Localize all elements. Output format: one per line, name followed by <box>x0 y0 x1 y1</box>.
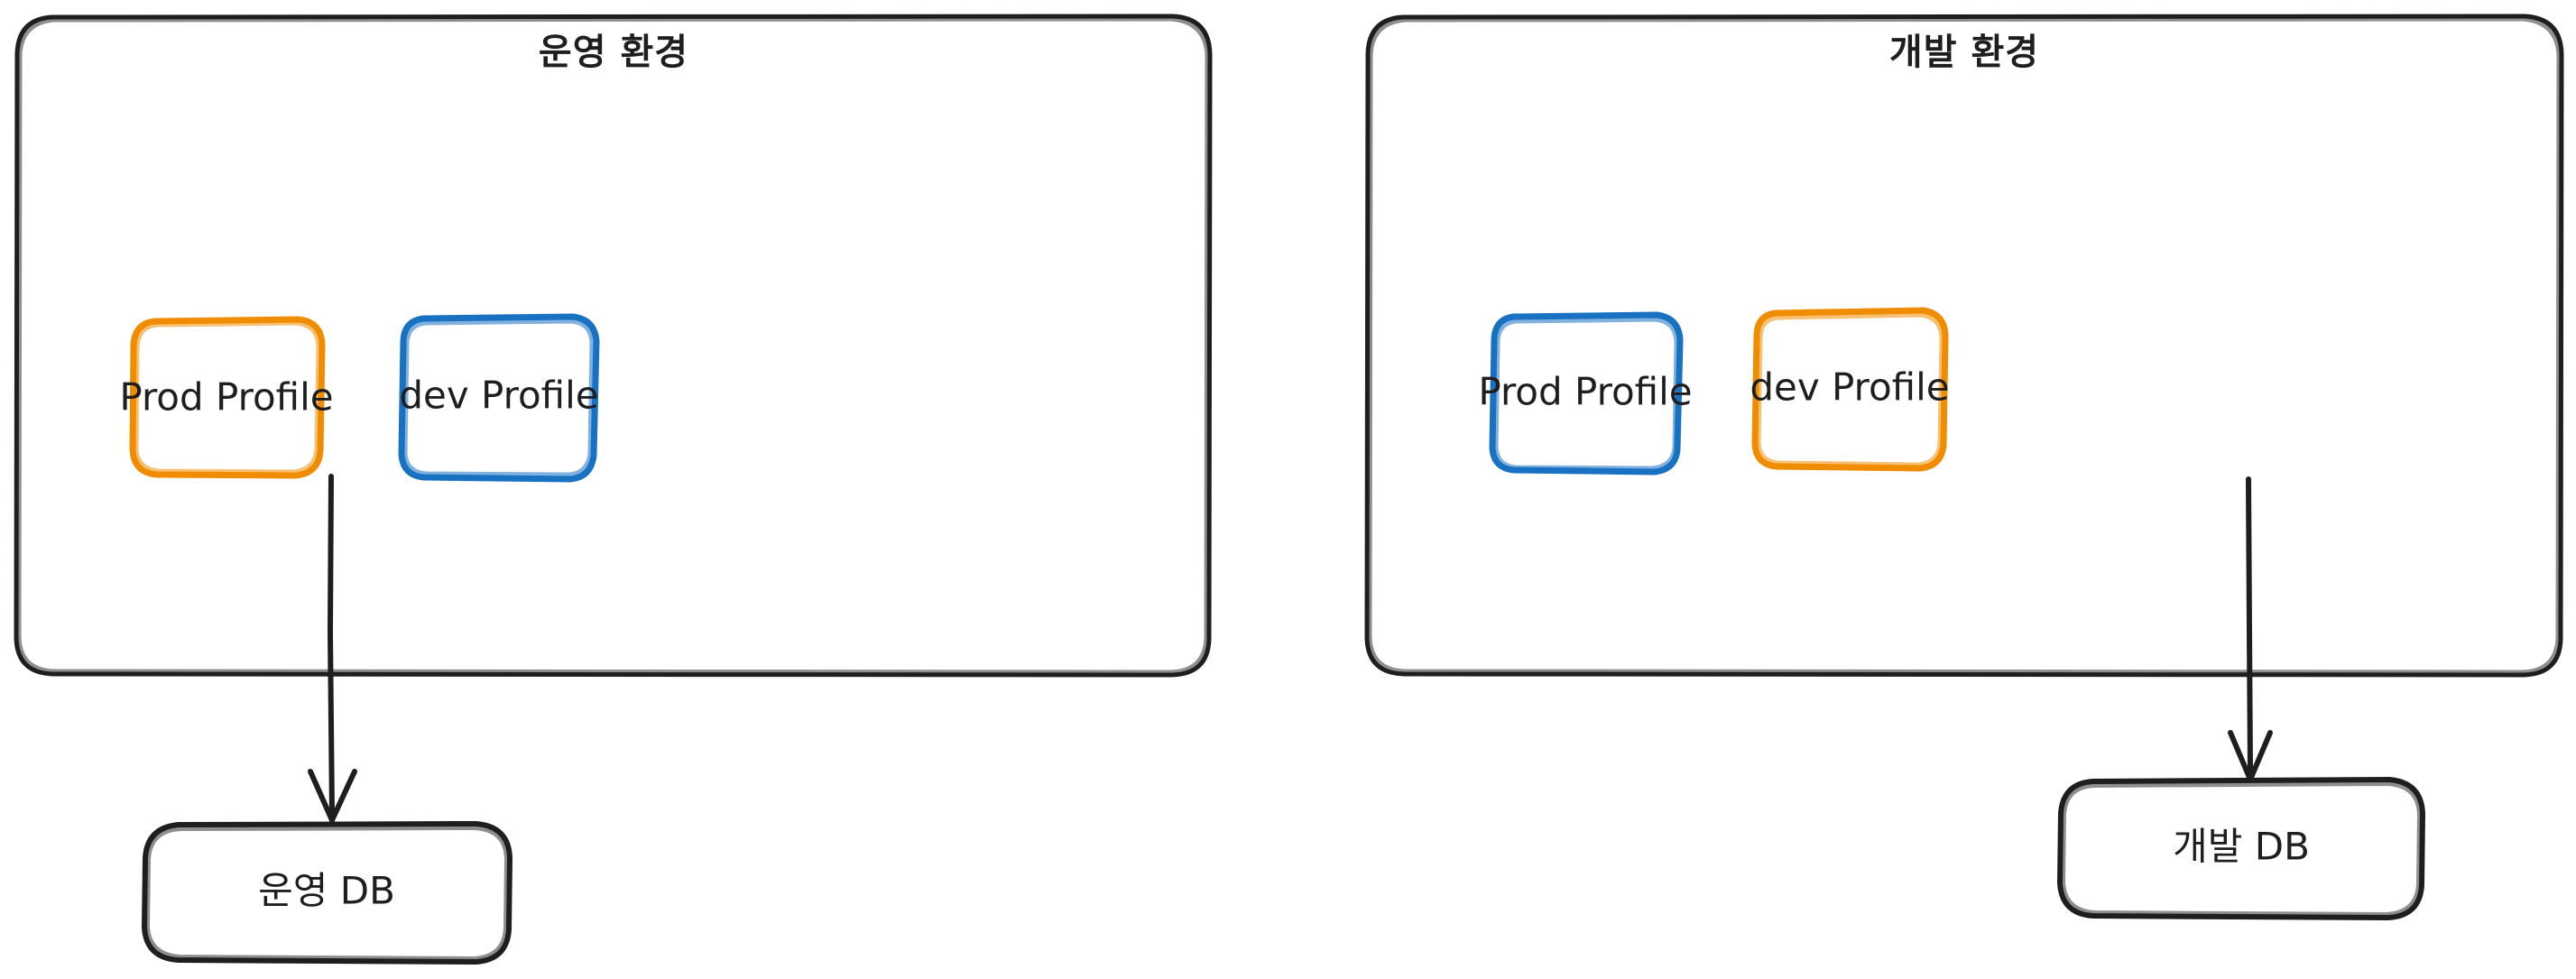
prod-environment-dev-profile-label: dev Profile <box>399 374 598 418</box>
dev-db-label: 개발 DB <box>2173 825 2310 869</box>
prod-environment-prod-profile-label: Prod Profile <box>119 375 333 420</box>
environment-group-dev: 개발 환경 Prod Profile dev Profile <box>1364 14 2564 920</box>
prod-db-box[interactable]: 운영 DB <box>142 821 512 965</box>
dev-environment-dev-profile-box[interactable]: dev Profile <box>1750 307 1950 472</box>
dev-environment-prod-profile-box[interactable]: Prod Profile <box>1478 311 1693 476</box>
prod-environment-title: 운영 환경 <box>539 32 688 73</box>
dev-environment-prod-profile-label: Prod Profile <box>1478 370 1692 414</box>
prod-db-label: 운영 DB <box>258 869 395 913</box>
dev-db-box[interactable]: 개발 DB <box>2057 777 2425 920</box>
dev-profile-to-dev-db-arrow <box>2228 476 2273 782</box>
environment-group-prod: 운영 환경 Prod Profile dev Profile <box>14 14 1213 965</box>
dev-environment-title: 개발 환경 <box>1889 32 2039 73</box>
prod-environment-container[interactable] <box>14 14 1213 678</box>
dev-environment-dev-profile-label: dev Profile <box>1750 365 1949 410</box>
dev-environment-container[interactable] <box>1364 14 2564 678</box>
prod-profile-to-prod-db-arrow <box>308 474 357 823</box>
prod-environment-dev-profile-box[interactable]: dev Profile <box>398 313 600 483</box>
prod-environment-prod-profile-box[interactable]: Prod Profile <box>119 316 334 479</box>
